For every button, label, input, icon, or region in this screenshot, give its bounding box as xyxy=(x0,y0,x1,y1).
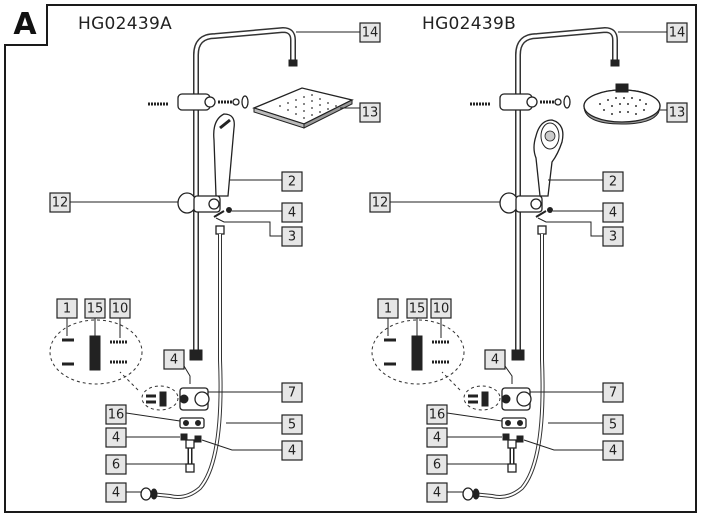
svg-text:7: 7 xyxy=(288,386,296,401)
fixings-detail xyxy=(49,319,143,385)
shower-unit-left: 14 13 2 12 4 3 1 15 10 4 7 16 5 4 4 6 4 xyxy=(49,22,381,503)
svg-text:10: 10 xyxy=(433,302,450,317)
svg-text:14: 14 xyxy=(669,26,686,41)
washer-icon xyxy=(563,95,571,109)
callout-4: 4 xyxy=(484,349,513,384)
seal-strip xyxy=(411,335,423,371)
shower-hose xyxy=(149,234,223,499)
callout-14: 14 xyxy=(296,22,381,43)
callout-4: 4 xyxy=(232,202,303,223)
svg-text:14: 14 xyxy=(362,26,379,41)
svg-text:7: 7 xyxy=(609,386,617,401)
svg-text:13: 13 xyxy=(669,106,686,121)
callout-4: 4 xyxy=(201,439,303,461)
svg-text:16: 16 xyxy=(429,408,446,423)
svg-text:13: 13 xyxy=(362,106,379,121)
arm-nozzle xyxy=(288,59,298,67)
callout-12: 12 xyxy=(49,192,178,213)
callout-5: 5 xyxy=(548,414,624,435)
screw-icon xyxy=(432,340,450,364)
svg-text:10: 10 xyxy=(112,302,129,317)
svg-text:3: 3 xyxy=(288,230,296,245)
shower-riser-pipe xyxy=(193,26,296,355)
diagram-frame xyxy=(4,4,697,513)
svg-text:4: 4 xyxy=(112,431,120,446)
svg-text:15: 15 xyxy=(87,302,104,317)
anchor-icon xyxy=(62,338,74,366)
panel-label: A xyxy=(4,4,48,46)
svg-text:5: 5 xyxy=(288,418,296,433)
svg-text:2: 2 xyxy=(609,175,617,190)
anchor-icon xyxy=(384,338,396,366)
shower-unit-right: 14 13 2 12 4 3 1 15 10 4 7 16 5 4 4 6 4 xyxy=(369,22,688,503)
svg-text:4: 4 xyxy=(288,206,296,221)
square-shower-head xyxy=(252,87,354,125)
callout-1: 1 xyxy=(56,298,78,336)
fixings-detail xyxy=(371,319,465,385)
callout-13: 13 xyxy=(340,102,381,123)
callout-2: 2 xyxy=(230,171,303,192)
slider-bracket xyxy=(177,192,197,214)
svg-text:1: 1 xyxy=(384,302,392,317)
svg-text:4: 4 xyxy=(609,444,617,459)
svg-text:6: 6 xyxy=(112,458,120,473)
callout-5: 5 xyxy=(226,414,303,435)
callout-13: 13 xyxy=(660,102,688,123)
callout-4: 4 xyxy=(426,482,463,503)
callout-4: 4 xyxy=(105,427,180,448)
shower-riser-pipe xyxy=(515,26,618,355)
callout-16: 16 xyxy=(105,404,181,425)
callout-6: 6 xyxy=(426,454,508,475)
callout-4: 4 xyxy=(426,427,502,448)
callout-12: 12 xyxy=(369,192,500,213)
screw-icon xyxy=(110,340,128,364)
callout-4: 4 xyxy=(553,202,624,223)
svg-text:16: 16 xyxy=(108,408,125,423)
svg-text:6: 6 xyxy=(433,458,441,473)
svg-text:4: 4 xyxy=(288,444,296,459)
svg-text:4: 4 xyxy=(433,431,441,446)
svg-text:12: 12 xyxy=(52,196,69,211)
slider-bracket xyxy=(499,192,519,214)
callout-3: 3 xyxy=(537,217,624,247)
svg-text:1: 1 xyxy=(63,302,71,317)
svg-text:5: 5 xyxy=(609,418,617,433)
svg-text:4: 4 xyxy=(491,353,499,368)
model-label-left: HG02439A xyxy=(78,14,173,34)
callout-4: 4 xyxy=(523,439,624,461)
svg-text:4: 4 xyxy=(170,353,178,368)
washer-icon xyxy=(241,95,249,109)
callout-3: 3 xyxy=(215,217,303,247)
shower-hose xyxy=(471,234,545,499)
svg-text:4: 4 xyxy=(112,486,120,501)
callout-4: 4 xyxy=(105,482,142,503)
callout-16: 16 xyxy=(426,404,503,425)
seal-strip xyxy=(89,335,101,371)
callout-10: 10 xyxy=(430,298,452,338)
callout-7: 7 xyxy=(208,382,303,403)
arm-nozzle xyxy=(610,59,620,67)
model-label-right: HG02439B xyxy=(422,14,517,34)
svg-text:3: 3 xyxy=(609,230,617,245)
callout-1: 1 xyxy=(377,298,399,336)
callout-14: 14 xyxy=(618,22,688,43)
callout-2: 2 xyxy=(548,171,624,192)
callout-15: 15 xyxy=(406,298,428,336)
callout-15: 15 xyxy=(84,298,106,336)
callout-7: 7 xyxy=(530,382,624,403)
svg-text:12: 12 xyxy=(372,196,389,211)
hand-shower xyxy=(213,113,235,197)
svg-text:4: 4 xyxy=(609,206,617,221)
svg-text:15: 15 xyxy=(409,302,426,317)
callout-10: 10 xyxy=(109,298,131,338)
svg-text:2: 2 xyxy=(288,175,296,190)
callout-4: 4 xyxy=(163,349,191,384)
svg-text:4: 4 xyxy=(433,486,441,501)
callout-6: 6 xyxy=(105,454,186,475)
